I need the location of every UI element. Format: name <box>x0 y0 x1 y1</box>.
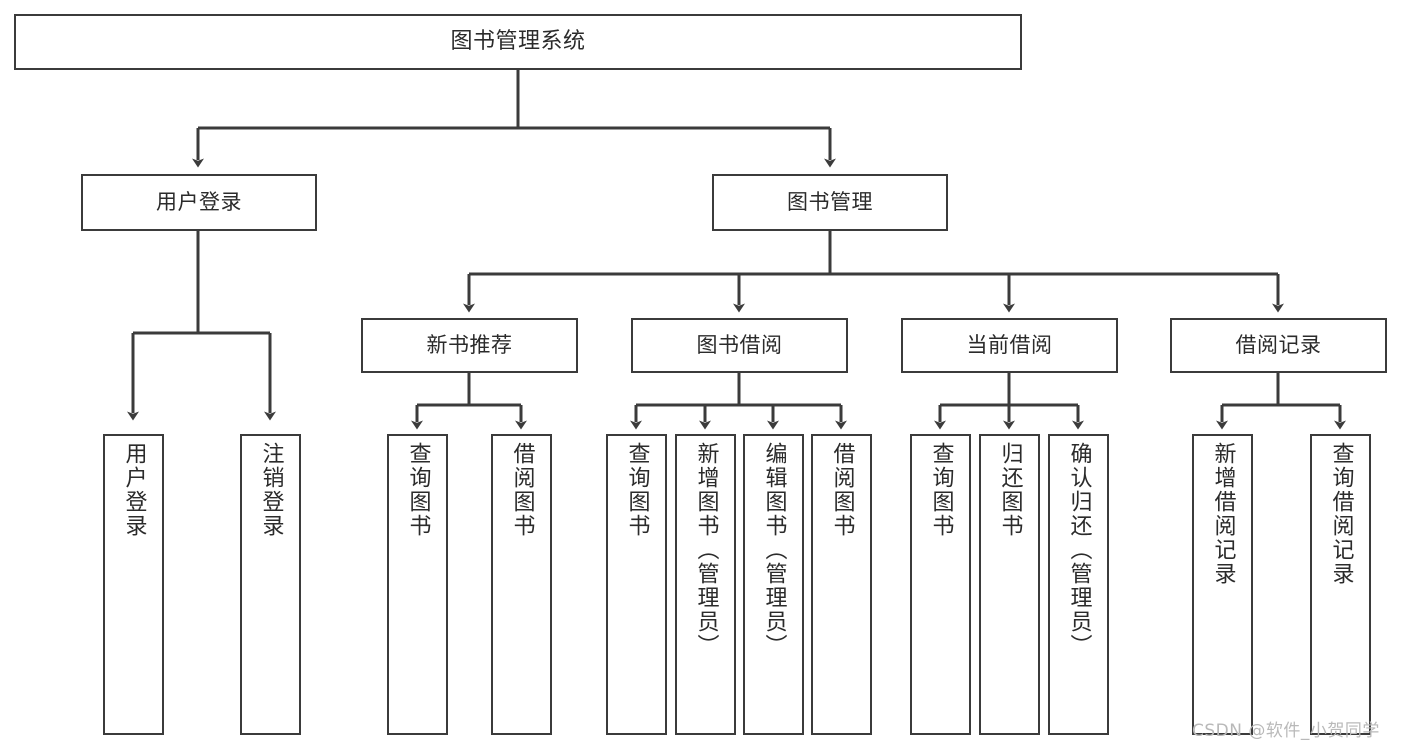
node-label: 借阅图书 <box>829 442 855 538</box>
node-label: 查询图书 <box>928 442 954 538</box>
node-label: 新书推荐 <box>426 333 513 358</box>
leaf-query-books-borrow[interactable]: 查询图书 <box>606 434 667 735</box>
node-label: 借阅记录 <box>1235 333 1322 358</box>
leaf-logout[interactable]: 注销登录 <box>240 434 301 735</box>
node-user-login[interactable]: 用户登录 <box>81 174 317 231</box>
leaf-confirm-return-admin[interactable]: 确认归还（管理员） <box>1048 434 1109 735</box>
node-label: 当前借阅 <box>966 333 1053 358</box>
node-label: 编辑图书（管理员） <box>761 442 787 658</box>
node-label: 用户登录 <box>156 190 242 215</box>
node-label: 确认归还（管理员） <box>1066 442 1092 658</box>
node-label: 新增图书（管理员） <box>693 442 719 658</box>
node-label: 新增借阅记录 <box>1210 442 1236 586</box>
node-label: 查询图书 <box>405 442 431 538</box>
leaf-query-books-newbook[interactable]: 查询图书 <box>387 434 448 735</box>
node-borrow-records[interactable]: 借阅记录 <box>1170 318 1387 373</box>
leaf-query-borrow-record[interactable]: 查询借阅记录 <box>1310 434 1371 735</box>
node-label: 用户登录 <box>121 442 147 538</box>
node-label: 图书管理系统 <box>450 29 586 55</box>
leaf-query-books-current[interactable]: 查询图书 <box>910 434 971 735</box>
leaf-user-login[interactable]: 用户登录 <box>103 434 164 735</box>
node-new-book-recommend[interactable]: 新书推荐 <box>361 318 578 373</box>
leaf-add-borrow-record[interactable]: 新增借阅记录 <box>1192 434 1253 735</box>
leaf-borrow-books-borrow[interactable]: 借阅图书 <box>811 434 872 735</box>
node-label: 借阅图书 <box>509 442 535 538</box>
node-book-management[interactable]: 图书管理 <box>712 174 948 231</box>
node-book-borrow[interactable]: 图书借阅 <box>631 318 848 373</box>
node-current-borrow[interactable]: 当前借阅 <box>901 318 1118 373</box>
leaf-edit-book-admin[interactable]: 编辑图书（管理员） <box>743 434 804 735</box>
leaf-return-books[interactable]: 归还图书 <box>979 434 1040 735</box>
node-label: 图书借阅 <box>696 333 783 358</box>
node-label: 注销登录 <box>258 442 284 538</box>
node-label: 图书管理 <box>787 190 873 215</box>
watermark-text: CSDN @软件_小贺同学 <box>1192 721 1380 741</box>
node-root-system[interactable]: 图书管理系统 <box>14 14 1022 70</box>
leaf-borrow-books-newbook[interactable]: 借阅图书 <box>491 434 552 735</box>
node-label: 查询图书 <box>624 442 650 538</box>
leaf-add-book-admin[interactable]: 新增图书（管理员） <box>675 434 736 735</box>
node-label: 归还图书 <box>997 442 1023 538</box>
node-label: 查询借阅记录 <box>1328 442 1354 586</box>
